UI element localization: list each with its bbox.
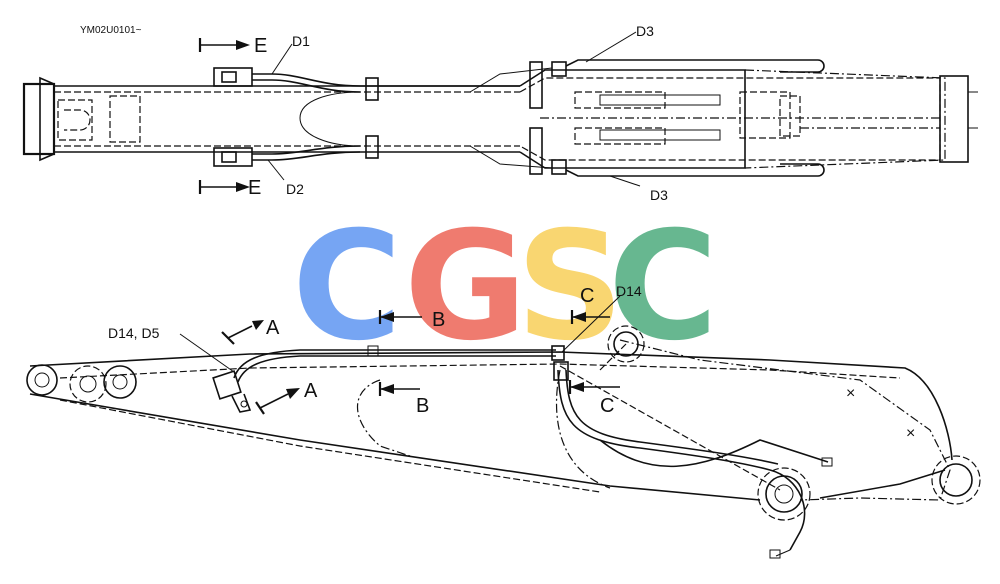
watermark-letter-g: G — [404, 200, 527, 374]
cylinder-centerline — [559, 365, 781, 491]
watermark-letter-s: S — [516, 200, 624, 374]
section-c-bottom-marker: C — [568, 380, 620, 417]
label-hose-d1: D1 — [292, 33, 310, 49]
label-view-b-top: B — [432, 309, 445, 331]
hose-d1-assembly — [213, 67, 520, 93]
leader-d14 — [561, 295, 621, 353]
label-hose-d3-top: D3 — [636, 23, 654, 39]
label-view-e-top: E — [254, 35, 267, 57]
watermark-letter-c2: C — [608, 200, 718, 374]
hose-d3-bottom-assembly — [469, 145, 825, 177]
leader-d14-d5 — [179, 333, 235, 373]
section-e-top-marker: E — [198, 35, 267, 57]
arm-lower-pin — [757, 467, 811, 521]
label-view-c-bottom: C — [600, 395, 614, 417]
boom-head-pin — [931, 455, 981, 505]
cylinder-pin — [607, 325, 645, 363]
boom-side-outline — [29, 339, 953, 501]
boom-foot-pin — [26, 364, 58, 396]
watermark: C G S C — [292, 200, 718, 374]
drawing-code: YM02U0101~ — [80, 25, 142, 36]
label-view-a-bottom: A — [304, 380, 318, 402]
hose-d2-assembly — [213, 145, 361, 167]
reference-mark-x2: × — [906, 425, 915, 442]
reference-mark-x1: × — [846, 385, 855, 402]
section-a-bottom-marker: A — [255, 380, 318, 415]
top-view: E E D1 D2 D3 D3 — [22, 23, 978, 203]
label-view-c-top: C — [580, 285, 594, 307]
rear-pulley — [69, 365, 137, 403]
label-hose-d14: D14 — [616, 283, 642, 299]
label-view-a-top: A — [266, 317, 280, 339]
hose-d14-d5-side — [212, 345, 565, 413]
section-b-top-marker: B — [378, 309, 445, 331]
section-e-bottom-marker: E — [198, 177, 261, 199]
section-a-top-marker: A — [221, 317, 280, 345]
watermark-letter-c1: C — [292, 200, 402, 374]
label-hose-d3-bottom: D3 — [650, 187, 668, 203]
section-c-top-marker: C — [570, 285, 610, 324]
hose-d3-top-assembly — [469, 59, 825, 93]
label-view-e-bottom: E — [248, 177, 261, 199]
label-view-b-bottom: B — [416, 395, 429, 417]
boom-frame-outline — [22, 61, 978, 175]
cylinder-link — [599, 343, 627, 371]
label-hose-d14-d5: D14, D5 — [108, 325, 160, 341]
section-b-bottom-marker: B — [378, 382, 429, 417]
side-view: × × A A B B — [26, 283, 981, 559]
label-hose-d2: D2 — [286, 181, 304, 197]
hose-d14-side — [553, 361, 833, 559]
